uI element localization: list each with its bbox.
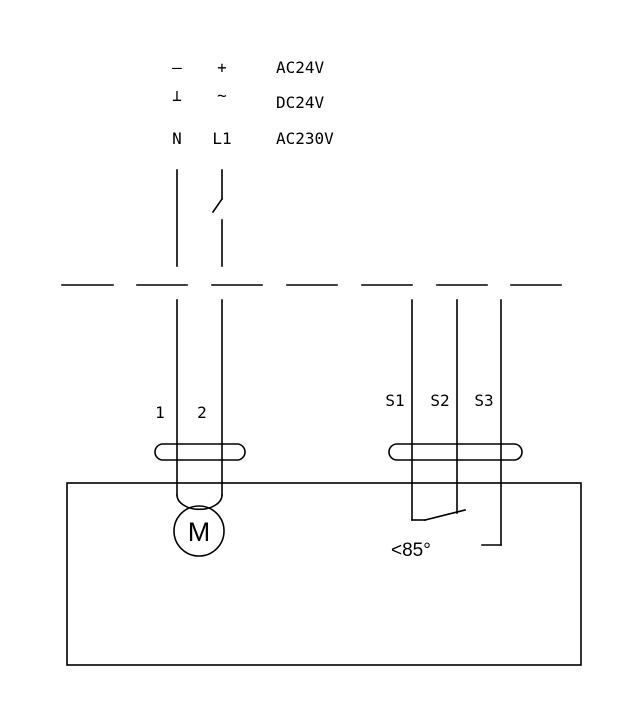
l1-label: L1 [212,129,231,148]
motor-cable-sleeve [154,443,246,461]
switch-angle-label: <85° [391,540,431,561]
motor-wire-loop [176,494,223,511]
l1-polarity-plus: + [217,58,227,77]
supply-labels: – ⊥ N + ~ L1 AC24V DC24V AC230V [172,58,334,148]
n-polarity-minus: – [172,58,182,77]
supply-wires [176,169,224,267]
voltage-ac24: AC24V [276,58,325,77]
voltage-dc24: DC24V [276,93,325,112]
voltage-ac230: AC230V [276,129,334,148]
switch-contact-arm [424,509,466,521]
terminal-labels: 1 2 S1 S2 S3 [155,391,493,422]
switch-contact-l1 [211,197,224,214]
terminal-s3: S3 [474,391,493,410]
motor-letter: M [188,517,211,547]
actuator-housing [66,482,582,666]
aux-switch: <85° [391,509,502,561]
l1-polarity-tilde: ~ [217,86,227,105]
motor-cable [154,299,246,511]
terminal-2: 2 [197,403,207,422]
n-label: N [172,129,182,148]
n-polarity-ground: ⊥ [172,86,182,105]
terminal-s2: S2 [430,391,449,410]
terminal-s1: S1 [385,391,404,410]
terminal-1: 1 [155,403,165,422]
motor-symbol: M [173,505,225,557]
switch-cable [388,299,523,546]
motor-circle [173,505,225,557]
switch-cable-sleeve [388,443,523,461]
